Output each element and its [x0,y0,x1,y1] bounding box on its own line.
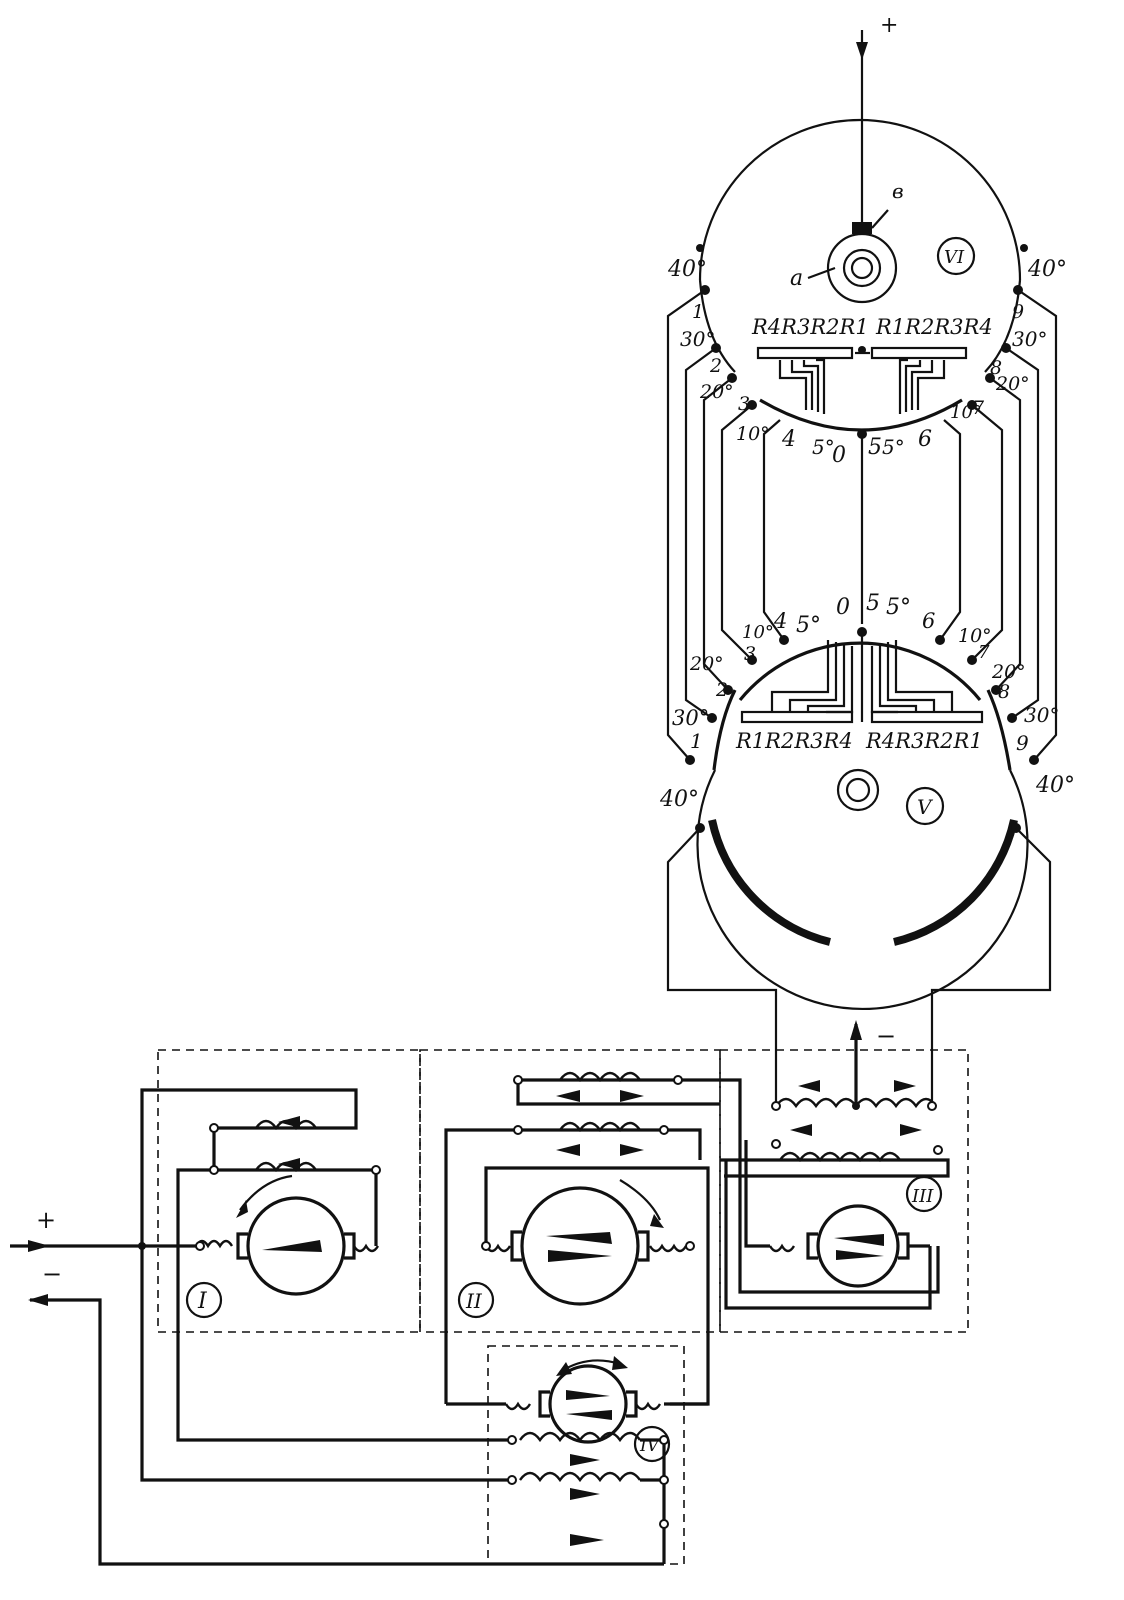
lower-center-0: 0 [836,595,850,620]
machine-1-roman: I [197,1289,208,1314]
supply-minus-sign: − [42,1260,62,1288]
lower-shaft-hub [836,768,880,812]
lower-pos-right-9: 9 [1016,731,1029,755]
upper-resistors-right: R1R2R3R4 [875,315,993,339]
lower-pos-left-2: 2 [715,679,728,701]
machine-4-roman: IV [639,1436,661,1456]
machine-1-marker [185,1281,223,1319]
lower-deg-right-40: 40° [1035,773,1075,798]
machine-2-roman: II [465,1289,483,1313]
lower-pos-right-6: 6 [922,609,935,633]
upper-deg-center-right-5: 5° [882,435,905,459]
lower-pos-right-7: 7 [978,642,990,663]
interdrum-wiring [666,289,1058,761]
lower-deg-left-30: 30° [672,706,709,730]
supply-plus-sign: + [36,1206,56,1234]
upper-deg-right-30: 30° [1012,327,1047,351]
upper-pos-left-1: 1 [692,301,704,323]
lower-pos-right-8: 8 [998,681,1010,703]
machine-4-armature [548,1364,628,1444]
upper-deg-left-40: 40° [667,257,707,282]
upper-pos-right-8: 8 [990,357,1002,379]
machine-set: + − I [10,1020,969,1566]
upper-deg-left-30: 30° [680,327,715,351]
lower-center-5: 5 [866,591,880,616]
machine-2-armature [520,1186,640,1306]
upper-deg-right-40: 40° [1027,257,1067,282]
top-plus-sign: + [880,13,898,38]
upper-deg-right-20: 20° [995,373,1030,395]
lower-drum-marker [905,786,945,826]
label-a: a [790,266,803,291]
upper-center-5: 5 [868,435,882,460]
lower-resistors-right: R4R3R2R1 [865,729,983,753]
upper-drum-roman: VI [944,247,965,268]
upper-pos-right-6: 6 [918,427,932,452]
lower-drum-roman: V [917,795,934,819]
lower-deg-left-20: 20° [689,653,724,675]
lower-deg-right-10: 10° [958,625,992,647]
machine-4-marker [633,1425,671,1463]
upper-pos-left-2: 2 [709,355,722,377]
machine-3-marker [905,1175,943,1213]
machine-3-roman: III [911,1186,934,1207]
upper-drum-marker [936,236,976,276]
upper-controller-drum: + a в VI R4R3R2R1 R1R2R3R4 [667,13,1067,468]
output-minus-sign: − [876,1022,896,1050]
lower-deg-left-40: 40° [659,787,699,812]
lower-deg-center-left-5: 5° [796,613,821,638]
upper-resistors-left: R4R3R2R1 [751,315,869,339]
machine-3-armature [816,1204,900,1288]
lower-deg-right-20: 20° [991,661,1026,683]
lower-pos-left-1: 1 [690,729,703,753]
upper-deg-center-left-5: 5° [812,435,835,459]
machine-2-marker [457,1281,495,1319]
machine-1-armature [246,1196,346,1296]
lower-pos-left-4: 4 [773,609,787,633]
upper-shaft-hub [826,232,898,304]
lower-deg-left-10: 10° [742,622,774,643]
lower-pos-left-3: 3 [744,643,756,665]
lower-resistors-left: R1R2R3R4 [735,729,853,753]
label-v: в [892,179,904,203]
upper-pos-left-4: 4 [781,427,796,452]
upper-deg-left-10: 10° [736,423,770,445]
upper-center-0: 0 [832,443,846,468]
lower-controller-drum: R1R2R3R4 R4R3R2R1 V 10° 20° 30° [659,591,1075,1106]
lower-deg-center-right-5: 5° [886,595,911,620]
lower-deg-right-30: 30° [1024,703,1059,727]
upper-pos-right-9: 9 [1012,301,1024,323]
